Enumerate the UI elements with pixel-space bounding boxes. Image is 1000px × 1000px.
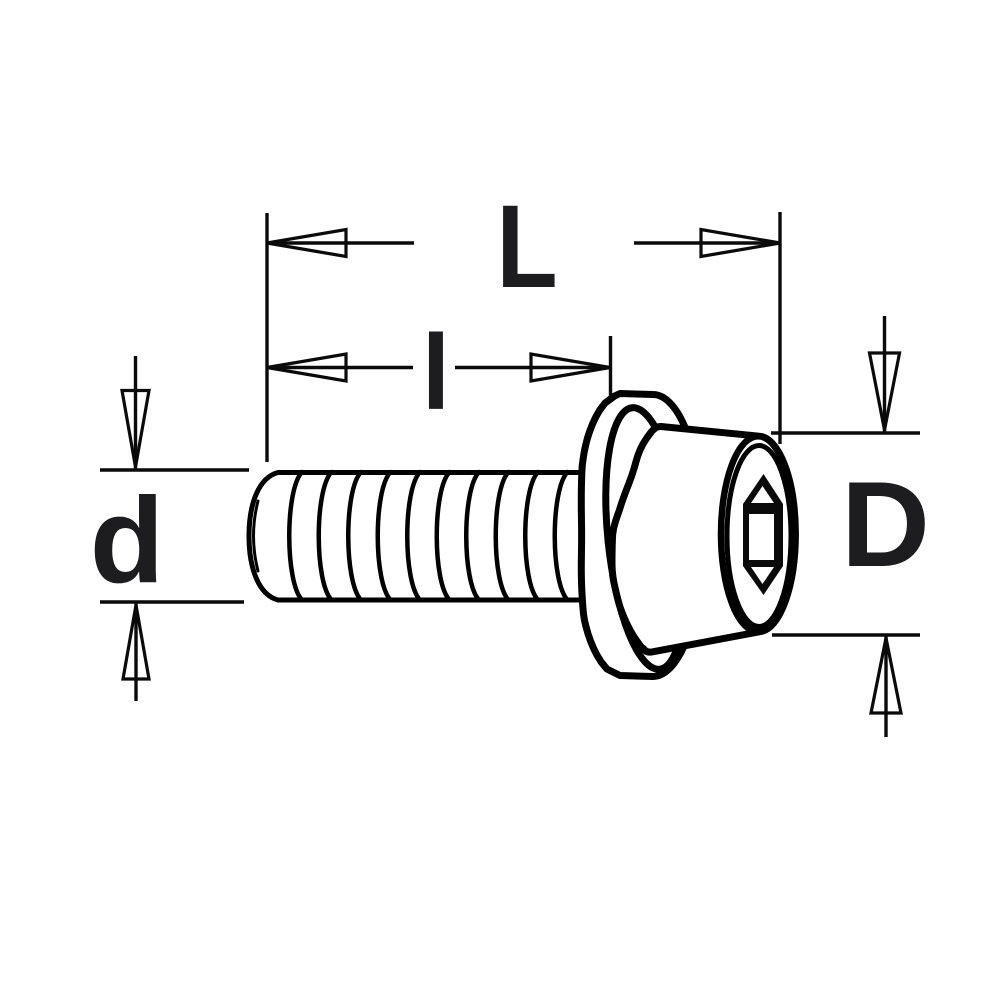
svg-text:d: d <box>90 472 165 608</box>
svg-text:L: L <box>496 181 557 312</box>
svg-text:D: D <box>841 456 930 592</box>
svg-text:l: l <box>422 314 450 433</box>
